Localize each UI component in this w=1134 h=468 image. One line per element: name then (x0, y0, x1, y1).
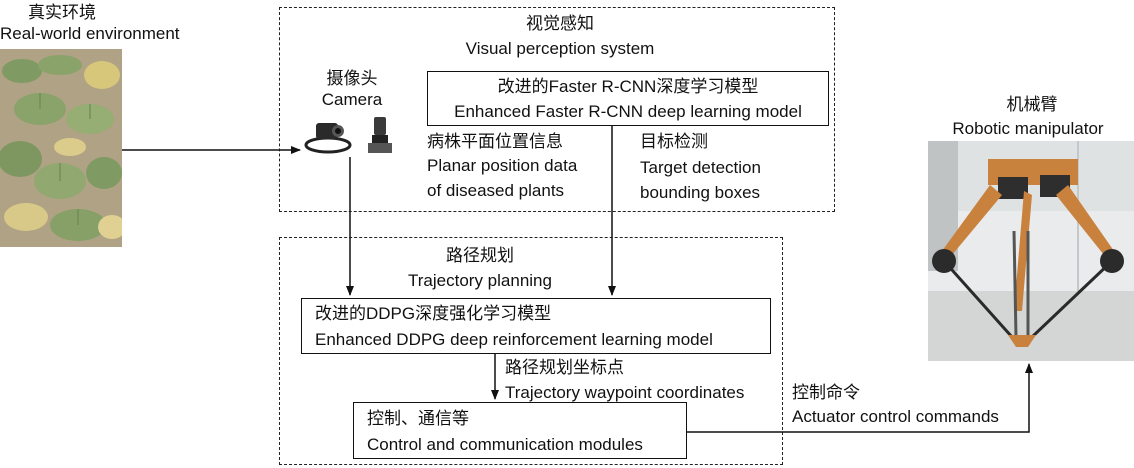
robot-arm-image (928, 141, 1134, 361)
real-world-title-en: Real-world environment (0, 24, 180, 43)
camera-label-zh: 摄像头 (326, 69, 378, 88)
perception-title-zh: 视觉感知 (526, 14, 594, 33)
planning-title-zh: 路径规划 (446, 246, 514, 265)
robot-title-zh: 机械臂 (1006, 95, 1058, 114)
faster-rcnn-model-en: Enhanced Faster R-CNN deep learning mode… (454, 102, 802, 121)
arrow-control-to-robot (687, 363, 1033, 433)
crop-field-image (0, 49, 122, 247)
target-detection-zh: 目标检测 (640, 132, 708, 151)
planar-position-en-line2: of diseased plants (427, 181, 565, 200)
faster-rcnn-model-box: 改进的Faster R-CNN深度学习模型 Enhanced Faster R-… (427, 71, 829, 126)
planning-title-en: Trajectory planning (408, 271, 552, 290)
ddpg-model-zh: 改进的DDPG深度强化学习模型 (315, 304, 552, 323)
planning-group (279, 237, 783, 465)
real-world-title-zh: 真实环境 (28, 3, 96, 22)
faster-rcnn-model-zh: 改进的Faster R-CNN深度学习模型 (497, 77, 759, 96)
camera-icon (304, 117, 392, 154)
waypoints-label-zh: 路径规划坐标点 (505, 358, 624, 377)
camera-label-en: Camera (321, 90, 383, 109)
control-communication-zh: 控制、通信等 (367, 409, 469, 428)
target-detection-en-line2: bounding boxes (640, 183, 761, 202)
waypoints-label-en: Trajectory waypoint coordinates (505, 383, 745, 402)
robot-title-en: Robotic manipulator (952, 119, 1104, 138)
perception-group (279, 7, 835, 212)
target-detection-en-line1: Target detection (640, 158, 761, 177)
ddpg-model-en: Enhanced DDPG deep reinforcement learnin… (315, 330, 713, 349)
planar-position-zh: 病株平面位置信息 (427, 132, 563, 151)
commands-label-zh: 控制命令 (792, 383, 860, 402)
planar-position-en-line1: Planar position data (427, 156, 578, 175)
ddpg-model-box: 改进的DDPG深度强化学习模型 Enhanced DDPG deep reinf… (301, 298, 771, 354)
control-communication-en: Control and communication modules (367, 435, 643, 454)
control-communication-box: 控制、通信等 Control and communication modules (353, 402, 687, 459)
perception-title-en: Visual perception system (465, 39, 655, 58)
commands-label-en: Actuator control commands (792, 407, 999, 426)
